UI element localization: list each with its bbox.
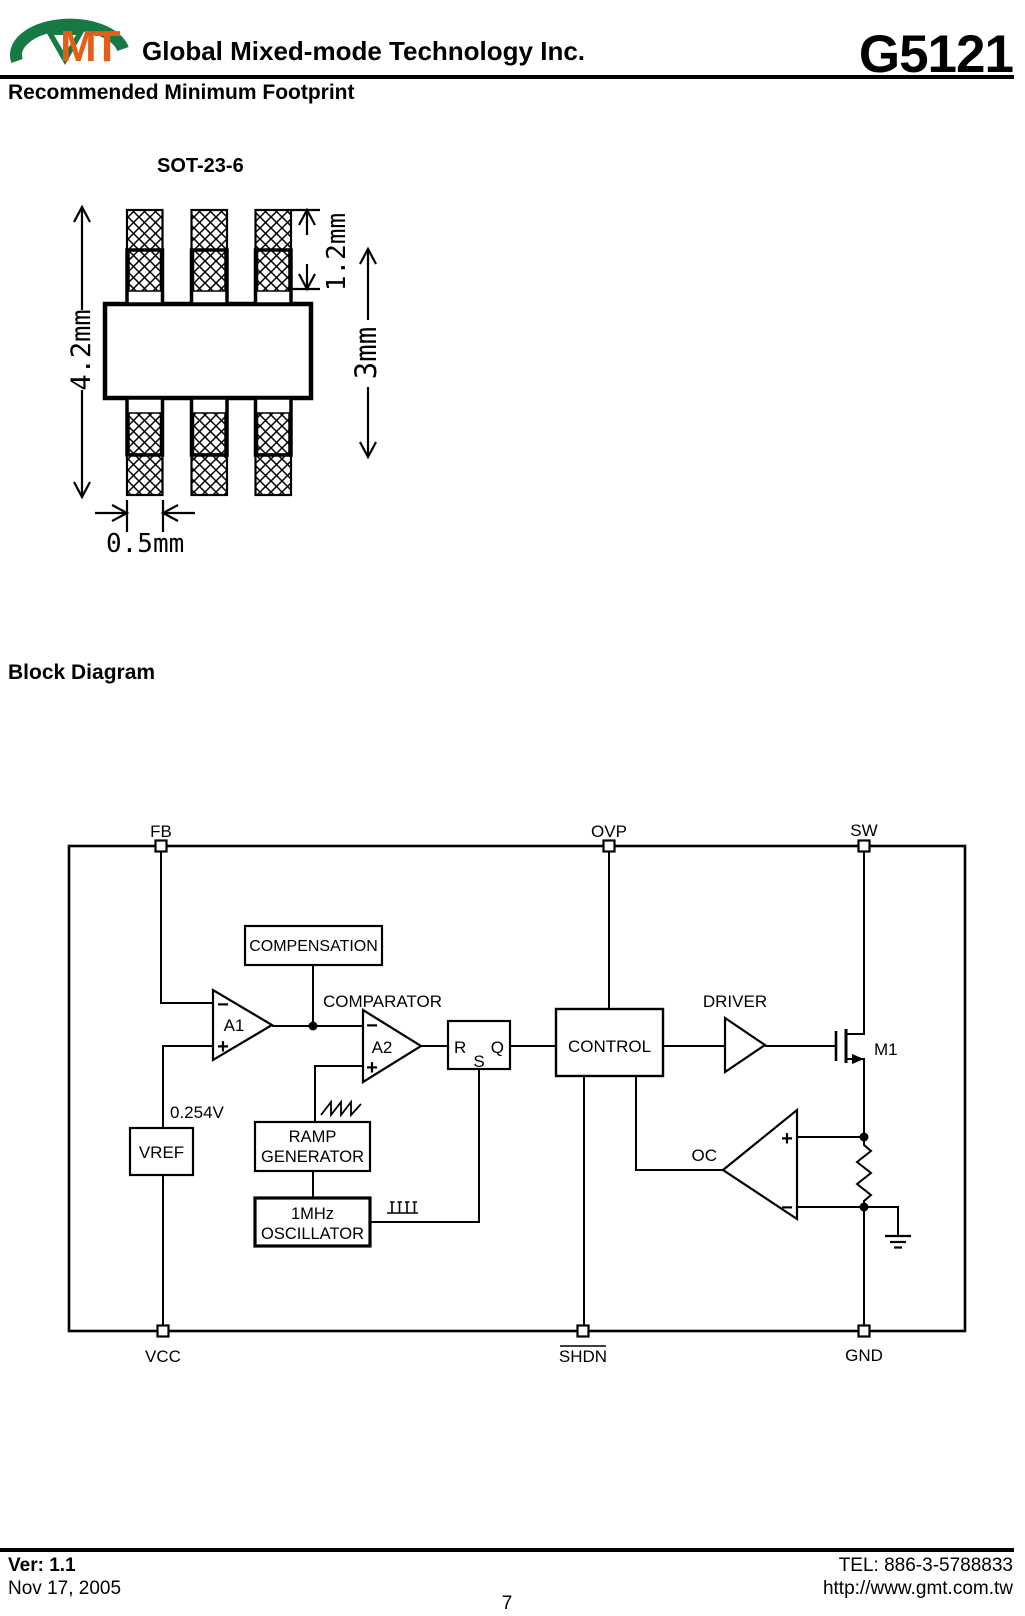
oc-plus: + bbox=[781, 1128, 793, 1150]
block-diagram: FB OVP SW VCC SHDN GND COMPENSATION COMP… bbox=[67, 821, 967, 1366]
control-label: CONTROL bbox=[568, 1037, 651, 1056]
dimension-1-2mm bbox=[292, 207, 320, 292]
part-number: G5121 bbox=[858, 25, 1014, 84]
vref-label: VREF bbox=[139, 1143, 184, 1162]
footer-rule bbox=[0, 1548, 1014, 1552]
compensation-block bbox=[243, 924, 384, 967]
footprint-drawing: SOT-23-6 bbox=[66, 155, 383, 559]
company-name: Global Mixed-mode Technology Inc. bbox=[142, 36, 586, 66]
oc-minus: − bbox=[781, 1197, 793, 1219]
pin-gnd bbox=[857, 1324, 871, 1338]
error-amp-a1 bbox=[211, 988, 275, 1062]
gmt-logo: MT bbox=[9, 4, 140, 71]
logo-swoosh bbox=[9, 18, 129, 64]
pin-label-fb: FB bbox=[150, 822, 172, 841]
driver-label: DRIVER bbox=[703, 992, 767, 1011]
pin-label-vcc: VCC bbox=[145, 1347, 181, 1366]
wires bbox=[160, 851, 899, 1325]
ground-icon bbox=[885, 1234, 911, 1249]
gmt-logo-icon: MT bbox=[9, 18, 129, 71]
compensation-label: COMPENSATION bbox=[249, 938, 378, 955]
ramp-label-line2: GENERATOR bbox=[261, 1148, 364, 1166]
mosfet-m1 bbox=[834, 1029, 864, 1064]
dimension-0-5mm bbox=[95, 500, 195, 532]
a2-label: A2 bbox=[372, 1038, 393, 1057]
package-name: SOT-23-6 bbox=[157, 155, 244, 177]
rs-latch-block bbox=[446, 1019, 512, 1071]
junction-dots bbox=[308, 1021, 869, 1212]
pin-vcc bbox=[156, 1324, 170, 1338]
logo-triangle-inner bbox=[54, 35, 76, 54]
pin-shdn bbox=[576, 1324, 590, 1338]
oc-comparator bbox=[721, 1107, 799, 1222]
a1-minus: − bbox=[217, 994, 229, 1016]
footer-version: Ver: 1.1 bbox=[8, 1555, 76, 1576]
logo-mt-text: MT bbox=[60, 22, 121, 68]
a2-minus: − bbox=[366, 1015, 378, 1037]
footer-tel: TEL: 886-3-5788833 bbox=[838, 1555, 1013, 1576]
pin-ovp bbox=[602, 839, 616, 853]
vref-block bbox=[128, 1126, 195, 1177]
osc-label-line1: 1MHz bbox=[291, 1205, 334, 1223]
footprint-figure: SOT-23-6 bbox=[40, 140, 460, 570]
pin-label-shdn: SHDN bbox=[559, 1347, 607, 1366]
pin-label-ovp: OVP bbox=[591, 822, 627, 841]
header-rule bbox=[0, 75, 1014, 79]
sawtooth-wave-icon bbox=[320, 1099, 362, 1118]
m1-label: M1 bbox=[874, 1040, 898, 1059]
package-body bbox=[102, 301, 314, 401]
pulse-wave-icon bbox=[387, 1201, 418, 1214]
footer-date: Nov 17, 2005 bbox=[8, 1578, 122, 1599]
oscillator-block bbox=[253, 1196, 372, 1248]
a1-plus: + bbox=[217, 1036, 229, 1058]
page-number: 7 bbox=[501, 1593, 513, 1614]
block-diagram-figure: FB OVP SW VCC SHDN GND COMPENSATION COMP… bbox=[60, 815, 980, 1375]
driver-buffer bbox=[723, 1015, 767, 1075]
comparator-label: COMPARATOR bbox=[323, 992, 442, 1011]
dim-span-label: 3mm bbox=[349, 327, 383, 379]
solder-pads bbox=[125, 208, 293, 497]
footprint-heading: Recommended Minimum Footprint bbox=[8, 81, 355, 104]
vref-voltage-label: 0.254V bbox=[170, 1103, 225, 1122]
comparator-a2 bbox=[361, 1008, 424, 1084]
rs-r-label: R bbox=[454, 1038, 466, 1057]
footer-url: http://www.gmt.com.tw bbox=[822, 1578, 1013, 1599]
rs-s-label: S bbox=[473, 1052, 484, 1071]
pin-fb bbox=[154, 839, 168, 853]
oc-label: OC bbox=[692, 1146, 718, 1165]
dim-pad-label: 1.2mm bbox=[322, 213, 352, 291]
pin-label-sw: SW bbox=[850, 821, 877, 840]
ic-boundary bbox=[67, 844, 967, 1333]
dimension-4-2mm bbox=[73, 204, 91, 500]
a2-plus: + bbox=[366, 1057, 378, 1079]
rs-q-label: Q bbox=[491, 1038, 504, 1057]
ramp-label-line1: RAMP bbox=[289, 1128, 337, 1146]
sense-resistor bbox=[855, 1137, 873, 1207]
pin-label-gnd: GND bbox=[845, 1346, 883, 1365]
pins bbox=[154, 839, 871, 1338]
osc-label-line2: OSCILLATOR bbox=[261, 1225, 364, 1243]
ramp-generator-block bbox=[253, 1120, 372, 1173]
block-diagram-heading: Block Diagram bbox=[8, 661, 156, 684]
dim-width-label: 0.5mm bbox=[106, 529, 184, 559]
a1-label: A1 bbox=[224, 1016, 245, 1035]
control-block bbox=[554, 1007, 665, 1078]
dimension-3mm bbox=[359, 246, 377, 460]
pin-sw bbox=[857, 839, 871, 853]
dim-total-label: 4.2mm bbox=[66, 309, 97, 390]
